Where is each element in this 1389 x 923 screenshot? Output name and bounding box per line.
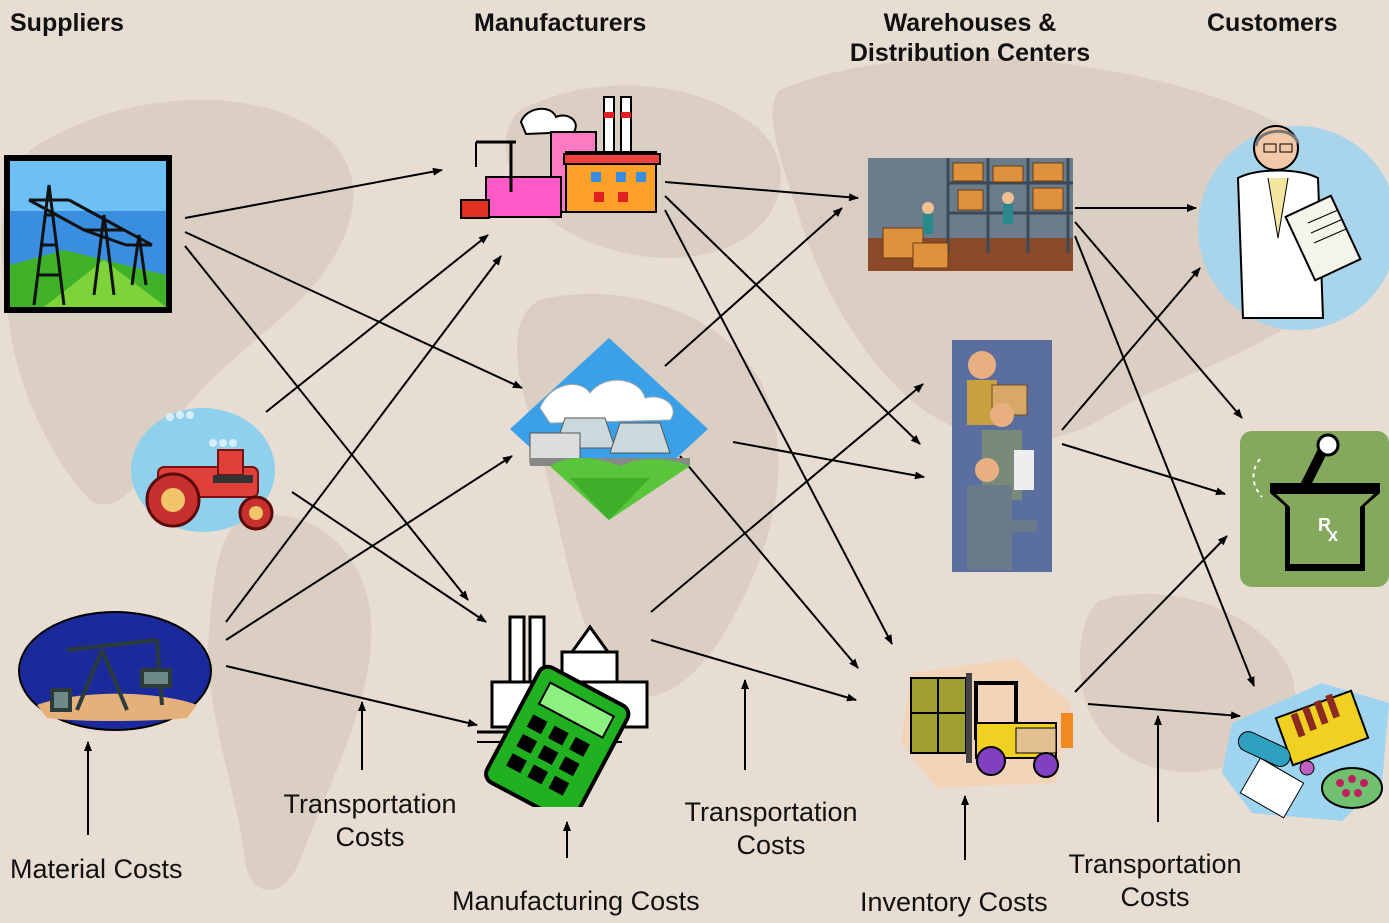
pharmacy-rx-icon: R x (1240, 431, 1389, 587)
label-transportation-costs-2: Transportation Costs (664, 796, 878, 862)
header-manufacturers: Manufacturers (474, 9, 647, 37)
arrow-oil-to-plant (225, 455, 513, 641)
oil-pump-icon (18, 611, 212, 731)
arrow-plant-to-forklift (679, 455, 859, 669)
workers-icon (952, 340, 1052, 572)
arrow-factory-to-forklift (664, 209, 893, 645)
header-customers: Customers (1207, 9, 1338, 37)
arrow-warehouse-to-medicines (1074, 235, 1255, 687)
arrow-plant-to-workers (732, 441, 925, 480)
arrow-factory-to-workers (664, 195, 921, 445)
doctor-icon (1198, 125, 1389, 330)
arrow-oil-to-factory (225, 255, 502, 623)
arrow-calcfactory-to-forklift (650, 639, 857, 702)
arrow-power-to-calcfactory (184, 245, 469, 601)
header-warehouses-line1: Warehouses & (883, 9, 1057, 37)
rx-x-glyph: x (1328, 525, 1338, 545)
arrow-calcfactory-to-workers (650, 383, 924, 613)
label-transportation-costs-2-line1: Transportation (684, 797, 858, 827)
calculator-factory-icon (477, 615, 649, 807)
warehouse-shelves-icon (868, 158, 1073, 271)
arrow-warehouse-to-pharmacy (1074, 221, 1243, 419)
label-transportation-costs-1-line1: Transportation (283, 789, 457, 819)
arrow-workers-to-pharmacy (1061, 443, 1226, 496)
forklift-icon (901, 658, 1073, 788)
arrow-workers-to-doctor (1061, 267, 1201, 431)
power-plant-icon (510, 338, 708, 520)
factory-icon (460, 96, 661, 219)
rx-r-glyph: R (1318, 515, 1331, 535)
arrow-factory-to-warehouse (664, 181, 859, 202)
arrow-forklift-to-medicines (1087, 703, 1241, 720)
arrow-power-to-plant (184, 231, 523, 389)
label-transportation-costs-3-line1: Transportation (1068, 849, 1242, 879)
label-material-costs: Material Costs (10, 854, 183, 884)
header-warehouses-line2: Distribution Centers (849, 39, 1091, 67)
label-transportation-costs-2-line2: Costs (736, 830, 806, 860)
arrow-oil-to-calcfactory (225, 665, 478, 727)
label-transportation-costs-1-line2: Costs (335, 822, 405, 852)
label-inventory-costs: Inventory Costs (860, 887, 1048, 917)
arrow-tractor-to-factory (265, 234, 489, 413)
header-suppliers: Suppliers (10, 9, 124, 37)
label-manufacturing-costs: Manufacturing Costs (452, 886, 700, 916)
arrow-plant-to-warehouse (664, 207, 843, 367)
header-warehouses: Warehouses & Distribution Centers (810, 8, 1130, 68)
arrow-tractor-to-calcfactory (291, 491, 487, 623)
label-transportation-costs-1: Transportation Costs (262, 788, 478, 854)
arrow-forklift-to-pharmacy (1074, 535, 1228, 693)
label-transportation-costs-3: Transportation Costs (1047, 848, 1263, 914)
arrow-power-to-factory (184, 167, 443, 219)
medicines-icon (1222, 683, 1389, 821)
power-lines-icon (4, 155, 172, 313)
label-transportation-costs-3-line2: Costs (1120, 882, 1190, 912)
tractor-icon (131, 408, 275, 532)
